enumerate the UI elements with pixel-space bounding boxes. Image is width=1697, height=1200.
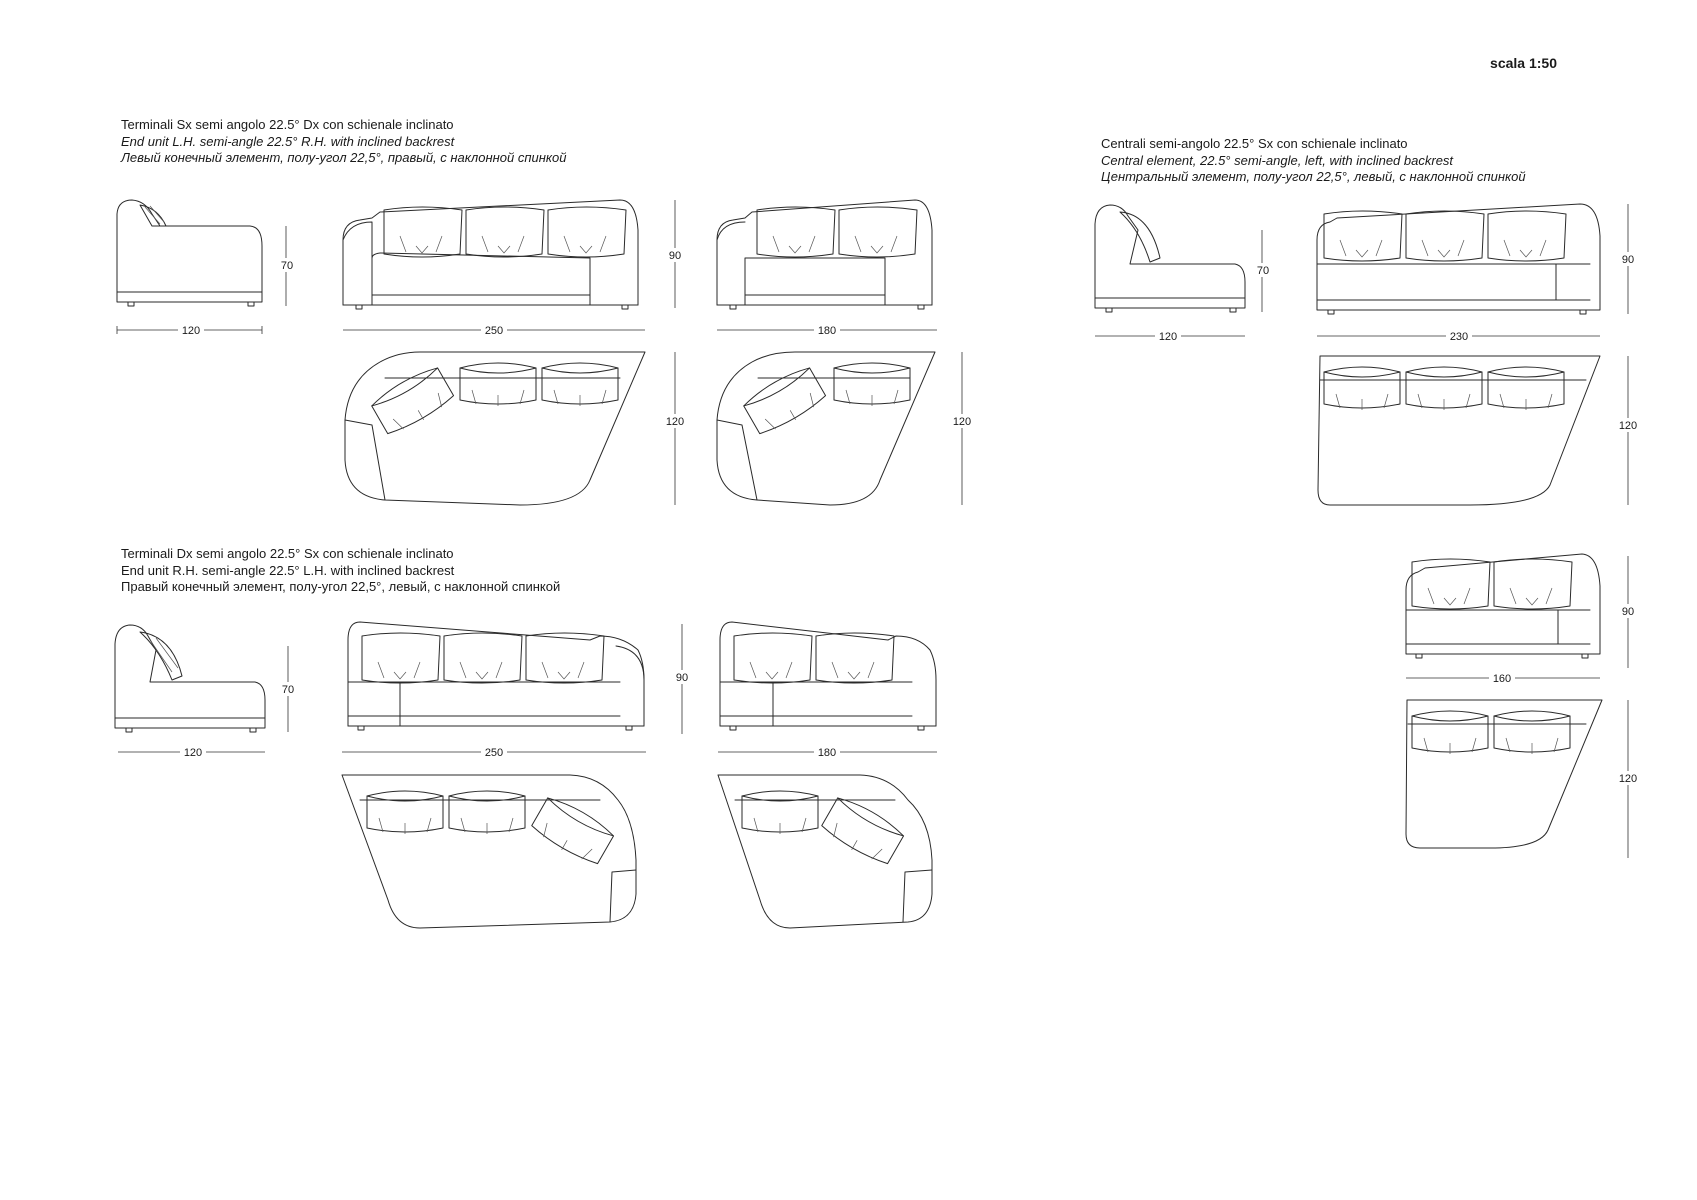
dim-label: 120 <box>182 325 200 337</box>
svg-text:90: 90 <box>676 672 688 684</box>
heading-english: End unit L.H. semi-angle 22.5° R.H. with… <box>121 133 455 149</box>
dim-height-90-central-160: 90 <box>1619 556 1637 668</box>
plan-view-180-rh <box>717 774 933 929</box>
heading-english: End unit R.H. semi-angle 22.5° L.H. with… <box>121 562 455 578</box>
dim-width-180-bottom: 180 <box>718 745 937 759</box>
dim-side-120-bottom: 120 <box>118 745 265 759</box>
front-view-180-lh <box>716 199 933 310</box>
svg-text:120: 120 <box>1159 331 1177 343</box>
svg-text:90: 90 <box>669 250 681 262</box>
heading-russian: Центральный элемент, полу-угол 22,5°, ле… <box>1101 169 1526 184</box>
svg-text:70: 70 <box>282 684 294 696</box>
section-heading-central: Centrali semi-angolo 22.5° Sx con schien… <box>1101 136 1526 186</box>
plan-view-250-lh <box>344 351 646 506</box>
svg-text:180: 180 <box>818 747 836 759</box>
dim-plan-depth-120-top-250: 120 <box>663 352 687 505</box>
dim-plan-depth-120-central-230: 120 <box>1616 356 1640 505</box>
front-view-160-central <box>1405 553 1601 659</box>
front-view-250-rh <box>347 621 645 731</box>
dim-plan-depth-120-central-160: 120 <box>1616 700 1640 858</box>
plan-view-230-central <box>1317 355 1601 506</box>
svg-text:70: 70 <box>281 260 293 272</box>
side-view-central <box>1094 204 1246 313</box>
dim-side-70-central: 70 <box>1254 230 1272 312</box>
dim-width-160-central: 160 <box>1406 671 1600 685</box>
dim-width-180-top: 180 <box>717 323 937 337</box>
svg-text:250: 250 <box>485 747 503 759</box>
svg-text:120: 120 <box>184 747 202 759</box>
dim-height-90-central-230: 90 <box>1619 204 1637 314</box>
dim-side-70-bottom: 70 <box>279 646 297 732</box>
dim-height-90-top-250: 90 <box>666 200 684 308</box>
heading-russian: Правый конечный элемент, полу-угол 22,5°… <box>121 579 561 594</box>
svg-text:250: 250 <box>485 325 503 337</box>
svg-text:160: 160 <box>1493 673 1511 685</box>
plan-view-160-central <box>1405 699 1603 849</box>
heading-italian: Terminali Sx semi angolo 22.5° Dx con sc… <box>121 117 454 132</box>
front-view-250-lh <box>342 199 639 310</box>
svg-text:120: 120 <box>1619 420 1637 432</box>
svg-text:120: 120 <box>953 416 971 428</box>
heading-english: Central element, 22.5° semi-angle, left,… <box>1101 152 1454 168</box>
front-view-230-central <box>1316 203 1601 315</box>
dim-side-120-top: 120 <box>116 323 263 337</box>
dim-side-120-central: 120 <box>1095 329 1245 343</box>
svg-text:90: 90 <box>1622 254 1634 266</box>
dim-height-90-bottom: 90 <box>673 624 691 734</box>
svg-text:90: 90 <box>1622 606 1634 618</box>
svg-text:120: 120 <box>1619 773 1637 785</box>
heading-russian: Левый конечный элемент, полу-угол 22,5°,… <box>121 150 567 165</box>
scale-label: scala 1:50 <box>1490 55 1557 71</box>
dim-plan-depth-120-top-180: 120 <box>950 352 974 505</box>
svg-text:230: 230 <box>1450 331 1468 343</box>
svg-text:180: 180 <box>818 325 836 337</box>
side-view-end-unit-rh <box>114 624 266 733</box>
section-heading-end-unit-rh: Terminali Dx semi angolo 22.5° Sx con sc… <box>121 546 560 596</box>
heading-italian: Terminali Dx semi angolo 22.5° Sx con sc… <box>121 546 454 561</box>
plan-view-250-rh <box>341 774 637 929</box>
side-view-end-unit-lh <box>116 199 263 307</box>
section-heading-end-unit-lh: Terminali Sx semi angolo 22.5° Dx con sc… <box>121 117 567 167</box>
dim-side-70-top: 70 <box>279 226 295 306</box>
dim-width-230-central: 230 <box>1317 329 1600 343</box>
svg-text:120: 120 <box>666 416 684 428</box>
svg-text:70: 70 <box>1257 265 1269 277</box>
heading-italian: Centrali semi-angolo 22.5° Sx con schien… <box>1101 136 1408 151</box>
dim-width-250-bottom: 250 <box>342 745 646 759</box>
plan-view-180-lh <box>716 351 936 506</box>
dim-width-250-top: 250 <box>343 323 645 337</box>
front-view-180-rh <box>719 621 937 731</box>
